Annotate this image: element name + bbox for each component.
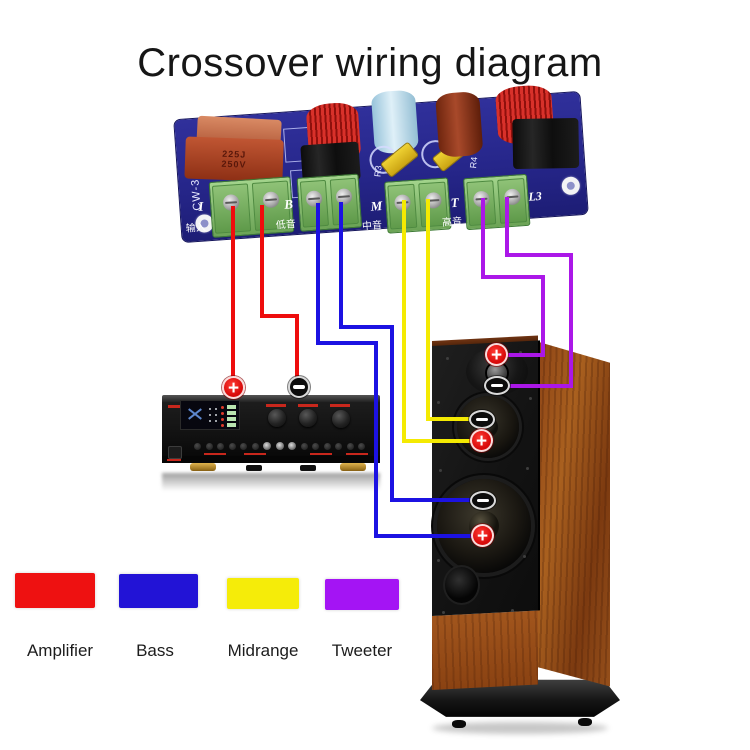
terminal-letter-treble: T [450,194,460,211]
terminal-screw [262,191,280,209]
amplifier-foot [246,465,262,471]
amp-negative-marker [288,376,310,398]
amplifier-foot-gold [190,463,216,471]
amplifier-bottom-edge [162,456,380,463]
plus-sign: + [227,378,240,399]
terminal-block-treble [462,173,531,231]
volume-knob [268,409,286,427]
capacitor-voltage-text: 250V [221,158,247,170]
amplifier-reflection [162,473,380,491]
legend-label-bass: Bass [136,641,174,660]
terminal-treble-negative [497,178,528,224]
speaker-side-panel [538,341,610,687]
legend-swatch-bass [119,574,198,608]
woofer-positive-marker: + [471,524,494,547]
plus-sign: + [476,526,489,547]
inductor-black-right [512,117,580,170]
plus-sign: + [490,345,503,366]
minus-sign [477,498,489,503]
legend-swatch-amplifier [15,573,95,608]
knob-label [330,404,350,407]
legend-swatch-midrange [227,578,299,609]
terminal-bass-negative [329,177,359,226]
terminal-treble-positive [466,180,497,226]
volume-knob [299,409,317,427]
woofer-negative-marker [470,491,496,510]
amp-positive-marker: + [222,376,245,399]
amplifier-controls-row [194,442,378,450]
controls-label [346,453,368,455]
volume-knob [332,410,350,428]
tweeter-negative-marker [484,376,510,395]
amplifier-display [180,400,240,430]
board-screw-hole-right [561,176,581,196]
amplifier [160,392,382,492]
minus-sign [293,385,305,389]
legend-swatch-tweeter [325,579,399,610]
minus-sign [476,417,488,422]
amplifier-top-edge [162,395,380,402]
capacitor-brown-right [435,90,484,158]
legend-label-tweeter: Tweeter [331,641,393,660]
speaker-shadow [432,722,608,734]
terminal-screw [424,191,442,209]
terminal-cn-bass: 低音 [275,219,297,232]
legend-label-midrange: Midrange [227,641,299,660]
terminal-screw [222,194,240,212]
terminal-bass-positive [299,179,329,228]
legend-label-amplifier: Amplifier [26,641,94,660]
silkscreen-r3-label: R3 [372,164,384,178]
terminal-screw [393,194,411,212]
midrange-negative-marker [469,410,495,429]
terminal-letter-input: I [197,198,204,214]
speaker-foot [452,720,466,728]
amplifier-foot [300,465,316,471]
terminal-letter-midrange: M [370,198,383,214]
terminal-screw [335,188,353,206]
bass-port [443,565,480,605]
crossover-board: CW-3003 225J 250V R3 R4 L3 I 输入 B 低音 M 中… [174,83,588,243]
terminal-block-bass [296,173,363,232]
tweeter-positive-marker: + [485,343,508,366]
controls-label [244,453,266,455]
terminal-input-positive [211,183,252,234]
terminal-screw [503,188,521,206]
controls-label [204,453,226,455]
terminal-letter-bass: B [283,196,294,212]
power-button [168,446,182,459]
terminal-cn-midrange: 中音 [361,220,383,233]
knob-label [298,404,318,407]
knob-label [266,404,286,407]
terminal-screw [472,190,490,208]
page-title: Crossover wiring diagram [137,40,603,85]
terminal-cn-input: 输入 [185,222,207,235]
film-capacitor-front: 225J 250V [184,136,284,182]
terminal-cn-treble: 高音 [441,216,463,229]
midrange-positive-marker: + [470,429,493,452]
plus-sign: + [475,431,488,452]
terminal-midrange-positive [387,183,418,230]
speaker-front-wood [432,610,538,690]
controls-label [310,453,332,455]
minus-sign [491,383,503,388]
terminal-screw [305,190,323,208]
electrolytic-capacitor-blue [370,89,419,155]
amplifier-brand-logo [168,405,182,408]
tower-speaker [420,326,622,736]
amplifier-foot-gold [340,463,366,471]
silkscreen-l3-label: L3 [527,188,543,204]
speaker-foot [578,718,592,726]
silkscreen-r4-label: R4 [468,156,480,169]
power-label [167,459,181,461]
